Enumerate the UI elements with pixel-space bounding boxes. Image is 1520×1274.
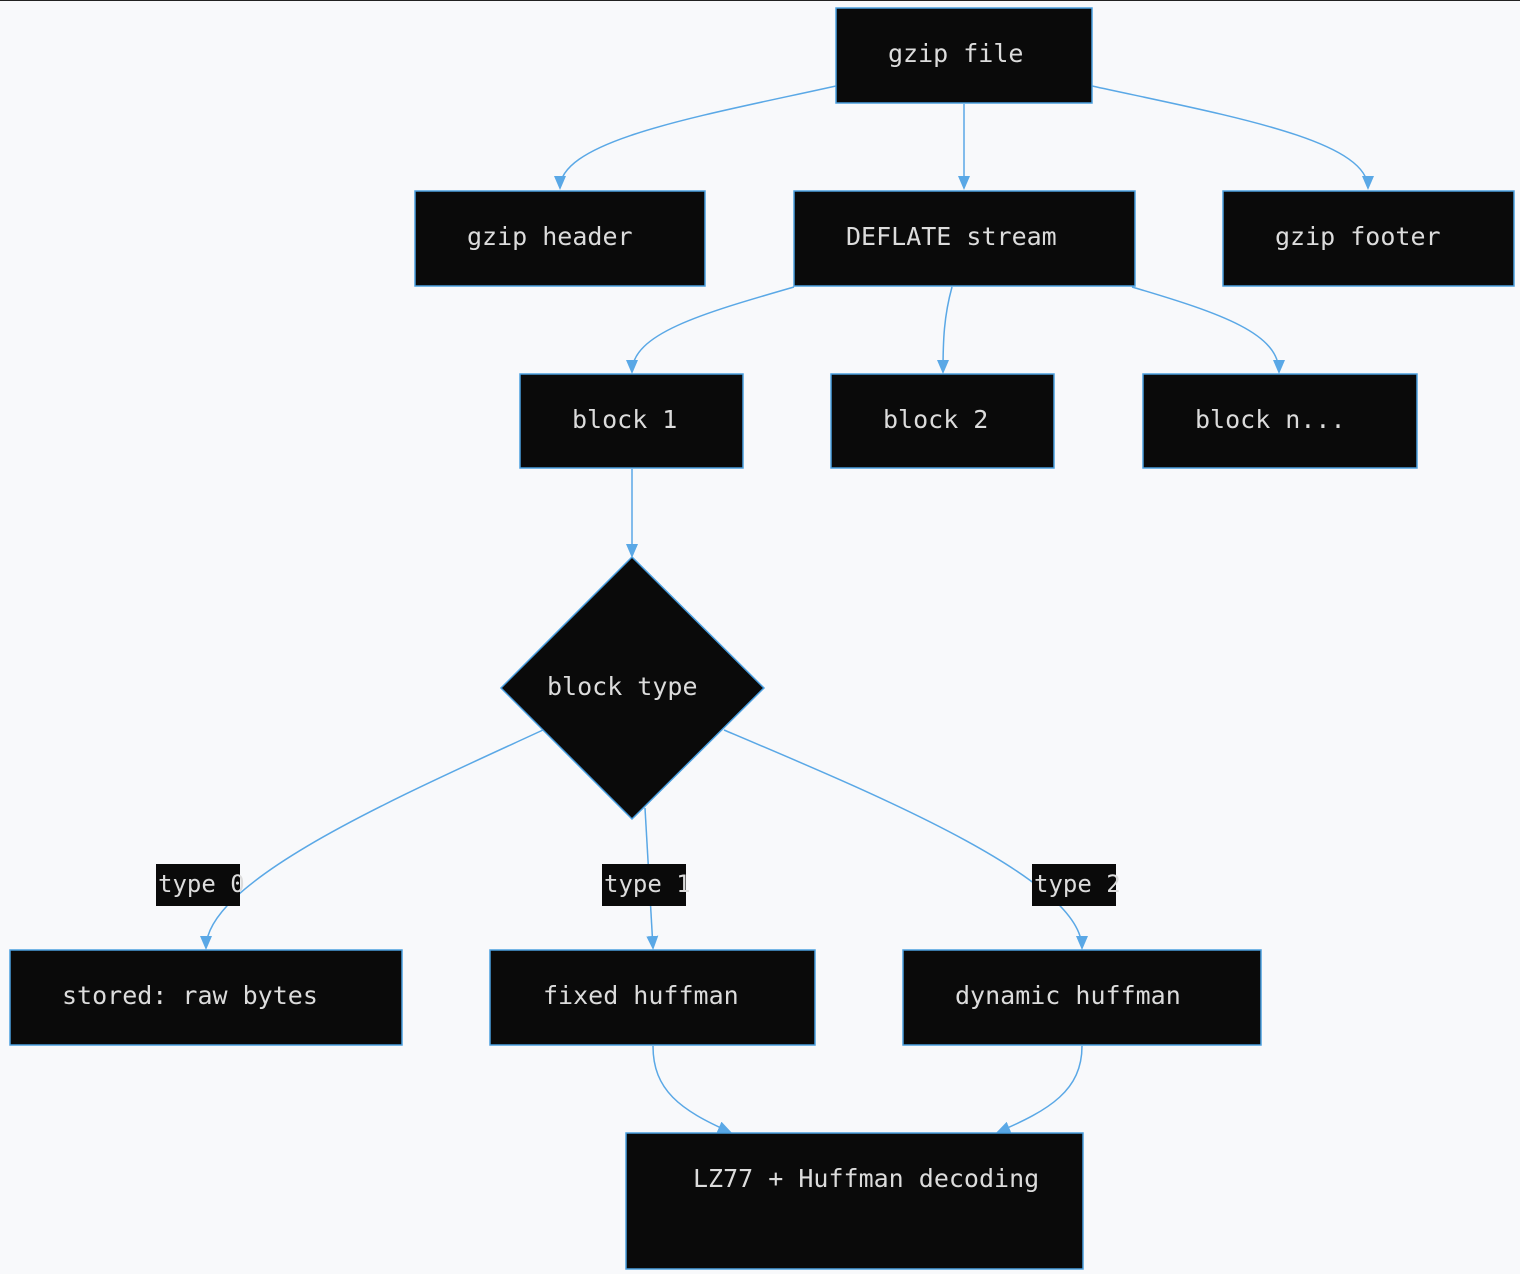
node-block-n: block n...: [1142, 373, 1418, 469]
node-block-type-label: block type: [547, 672, 698, 701]
edges: [200, 85, 1374, 1133]
node-gzip-header: gzip header: [414, 190, 706, 287]
node-block-2: block 2: [830, 373, 1055, 469]
edge-deflate-to-block1: [626, 286, 795, 374]
node-block-1-label: block 1: [572, 405, 677, 434]
node-dynamic-huffman-label: dynamic huffman: [955, 981, 1181, 1010]
edge-labels: type 0 type 1 type 2: [156, 864, 1121, 906]
edge-blocktype-to-stored: [200, 729, 544, 950]
edge-fixed-to-lz77: [652, 1045, 732, 1133]
node-lz77-huffman: LZ77 + Huffman decoding: [625, 1132, 1084, 1270]
edge-label-type-0: type 0: [156, 864, 245, 906]
edge-label-type-0-text: type 0: [158, 870, 245, 898]
edge-label-type-1: type 1: [602, 864, 691, 906]
node-block-1: block 1: [519, 373, 744, 469]
edge-file-to-header: [554, 85, 837, 190]
node-lz77-huffman-label: LZ77 + Huffman decoding: [693, 1164, 1039, 1193]
node-stored-label: stored: raw bytes: [62, 981, 318, 1010]
node-gzip-file-label: gzip file: [888, 39, 1023, 68]
node-dynamic-huffman: dynamic huffman: [902, 949, 1262, 1046]
edge-label-type-2-text: type 2: [1034, 870, 1121, 898]
node-gzip-header-label: gzip header: [467, 222, 633, 251]
nodes: gzip file gzip header DEFLATE stream gzi…: [9, 7, 1515, 1270]
edge-deflate-to-blockn: [1131, 286, 1285, 374]
edge-blocktype-to-dynamic: [723, 729, 1088, 950]
node-gzip-footer: gzip footer: [1222, 190, 1515, 287]
node-block-type-decision: block type: [499, 555, 766, 821]
edge-file-to-footer: [1091, 85, 1374, 190]
node-deflate-stream-label: DEFLATE stream: [846, 222, 1057, 251]
node-deflate-stream: DEFLATE stream: [793, 190, 1136, 287]
top-border: [0, 0, 1520, 1]
node-gzip-file: gzip file: [835, 7, 1093, 104]
node-fixed-huffman: fixed huffman: [489, 949, 816, 1046]
edge-deflate-to-block2: [937, 286, 953, 374]
node-gzip-footer-label: gzip footer: [1275, 222, 1441, 251]
node-block-n-label: block n...: [1195, 405, 1346, 434]
node-stored: stored: raw bytes: [9, 949, 403, 1046]
edge-label-type-2: type 2: [1032, 864, 1121, 906]
node-block-2-label: block 2: [883, 405, 988, 434]
node-fixed-huffman-label: fixed huffman: [543, 981, 739, 1010]
edge-label-type-1-text: type 1: [604, 870, 691, 898]
edge-dynamic-to-lz77: [996, 1045, 1083, 1133]
